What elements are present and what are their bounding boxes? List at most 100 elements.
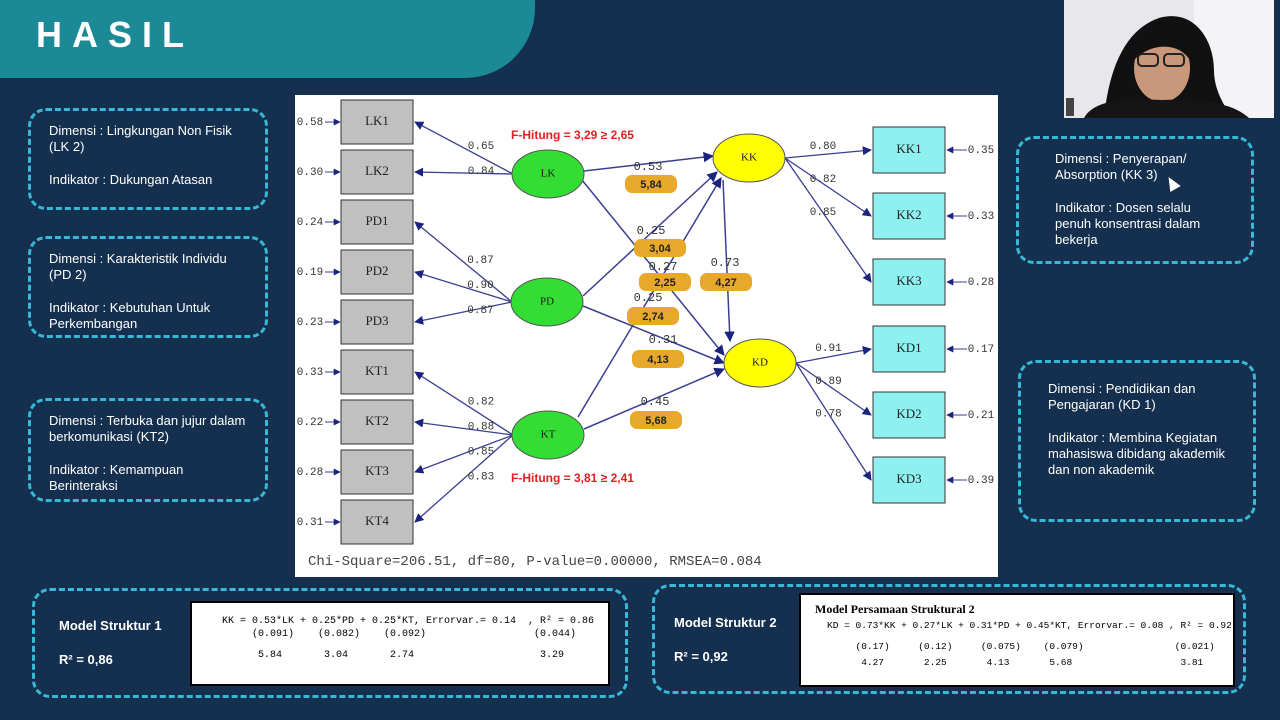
indicator-label: KD2 — [896, 406, 921, 421]
t-value-badge — [625, 175, 677, 193]
error-variance: 0.58 — [297, 117, 323, 129]
t-value-label: 3,04 — [649, 243, 671, 255]
loading-arrow — [414, 434, 514, 523]
loading-arrow — [414, 121, 514, 175]
path-coefficient: 0.31 — [649, 333, 678, 347]
error-variance: 0.30 — [297, 167, 323, 179]
t-value-badge — [632, 350, 684, 368]
loading-label: 0.84 — [468, 166, 495, 178]
indicator-box — [340, 499, 414, 545]
t-value-label: 4,27 — [715, 277, 736, 289]
indicator-label: KT1 — [365, 363, 389, 378]
info-indicator: Indikator : Membina Kegiatan mahasiswa d… — [1048, 430, 1226, 477]
indicator-label: LK2 — [365, 163, 389, 178]
model-2-heading: Model Persamaan Struktural 2 — [815, 602, 975, 616]
info-indicator: Indikator : Dukungan Atasan — [49, 172, 213, 187]
model-struktur-1-box — [32, 588, 628, 698]
loading-arrow — [414, 371, 514, 436]
path-coefficient: 0.45 — [641, 395, 670, 409]
latent-label: KT — [541, 429, 556, 441]
info-dimension: Dimensi : Pendidikan dan Pengajaran (KD … — [1048, 381, 1196, 412]
loading-arrow — [414, 167, 514, 177]
error-variance: 0.35 — [968, 145, 994, 157]
indicator-label: KK2 — [896, 207, 921, 222]
indicator-box — [340, 249, 414, 295]
latent-label: LK — [541, 168, 556, 180]
loading-arrow — [795, 362, 872, 481]
indicator-label: PD2 — [365, 263, 388, 278]
latent-kt — [511, 410, 585, 460]
loading-label: 0.85 — [468, 446, 494, 458]
structural-path — [583, 367, 725, 430]
indicator-label: KT3 — [365, 463, 389, 478]
t-value-badge — [700, 273, 752, 291]
loading-arrow — [414, 270, 513, 303]
loading-label: 0.88 — [468, 421, 494, 433]
standard-errors: (0.17) (0.12) (0.075) (0.079) (0.021) — [827, 641, 1215, 652]
latent-kk — [712, 133, 786, 183]
info-box-lk2: Dimensi : Lingkungan Non Fisik (LK 2) In… — [28, 108, 268, 210]
loading-label: 0.83 — [468, 471, 494, 483]
info-box-pd2: Dimensi : Karakteristik Individu (PD 2) … — [28, 236, 268, 338]
loading-arrow — [784, 157, 872, 217]
loading-label: 0.90 — [467, 280, 493, 292]
path-coefficient: 0.25 — [637, 224, 666, 238]
error-variance: 0.22 — [297, 417, 323, 429]
error-variance: 0.17 — [968, 344, 994, 356]
path-coefficient: 0.53 — [634, 160, 663, 174]
indicator-label: PD3 — [365, 313, 388, 328]
loading-arrow — [414, 418, 514, 436]
info-dimension: Dimensi : Lingkungan Non Fisik (LK 2) — [49, 123, 232, 154]
indicator-label: KD3 — [896, 471, 921, 486]
indicator-box — [872, 391, 946, 439]
loading-label: 0.82 — [468, 396, 494, 408]
loading-arrow — [414, 434, 514, 474]
loading-label: 0.80 — [810, 141, 836, 153]
loading-label: 0.78 — [815, 408, 841, 420]
indicator-box — [340, 99, 414, 145]
info-indicator: Indikator : Kebutuhan Untuk Perkembangan — [49, 300, 211, 331]
error-variance: 0.33 — [297, 367, 323, 379]
loading-label: 0.87 — [467, 255, 493, 267]
indicator-box — [872, 192, 946, 240]
f-hitung-2: F-Hitung = 3,81 ≥ 2,41 — [511, 471, 634, 485]
structural-path — [577, 177, 722, 418]
slide-title: HASIL — [36, 14, 194, 55]
indicator-box — [872, 456, 946, 504]
loading-arrow — [795, 362, 872, 416]
indicator-box — [872, 258, 946, 306]
latent-lk — [511, 149, 585, 199]
loading-label: 0.85 — [810, 207, 836, 219]
loading-label: 0.87 — [467, 305, 493, 317]
indicator-box — [340, 149, 414, 195]
model-2-label: Model Struktur 2 — [674, 615, 777, 630]
indicator-label: PD1 — [365, 213, 388, 228]
indicator-label: KD1 — [896, 340, 921, 355]
error-variance: 0.28 — [297, 467, 323, 479]
info-dimension: Dimensi : Penyerapan/ Absorption (KK 3) — [1055, 151, 1187, 182]
t-value-label: 4,13 — [647, 354, 668, 366]
latent-pd — [510, 277, 584, 327]
path-coefficient: 0.27 — [649, 260, 678, 274]
info-box-kd1: Dimensi : Pendidikan dan Pengajaran (KD … — [1018, 360, 1256, 522]
structural-path — [722, 179, 735, 343]
indicator-box — [340, 399, 414, 445]
indicator-label: KK1 — [896, 141, 921, 156]
t-values: 4.27 2.25 4.13 5.68 3.81 — [827, 657, 1204, 668]
latent-label: KK — [741, 152, 757, 164]
error-variance: 0.28 — [968, 277, 994, 289]
info-dimension: Dimensi : Karakteristik Individu (PD 2) — [49, 251, 227, 282]
fit-statistics: Chi-Square=206.51, df=80, P-value=0.0000… — [308, 554, 762, 570]
model-2-equation: Model Persamaan Struktural 2 KD = 0.73*K… — [799, 593, 1235, 687]
structural-path — [582, 171, 718, 297]
indicator-box — [872, 325, 946, 373]
loading-label: 0.65 — [468, 141, 494, 153]
t-value-label: 2,25 — [654, 277, 675, 289]
loading-label: 0.89 — [815, 376, 841, 388]
t-value-badge — [634, 239, 686, 257]
indicator-label: LK1 — [365, 113, 389, 128]
info-indicator: Indikator : Kemampuan Berinteraksi — [49, 462, 184, 493]
error-variance: 0.33 — [968, 211, 994, 223]
t-value-label: 5,84 — [640, 179, 662, 191]
model-1-label: Model Struktur 1 — [59, 618, 162, 633]
